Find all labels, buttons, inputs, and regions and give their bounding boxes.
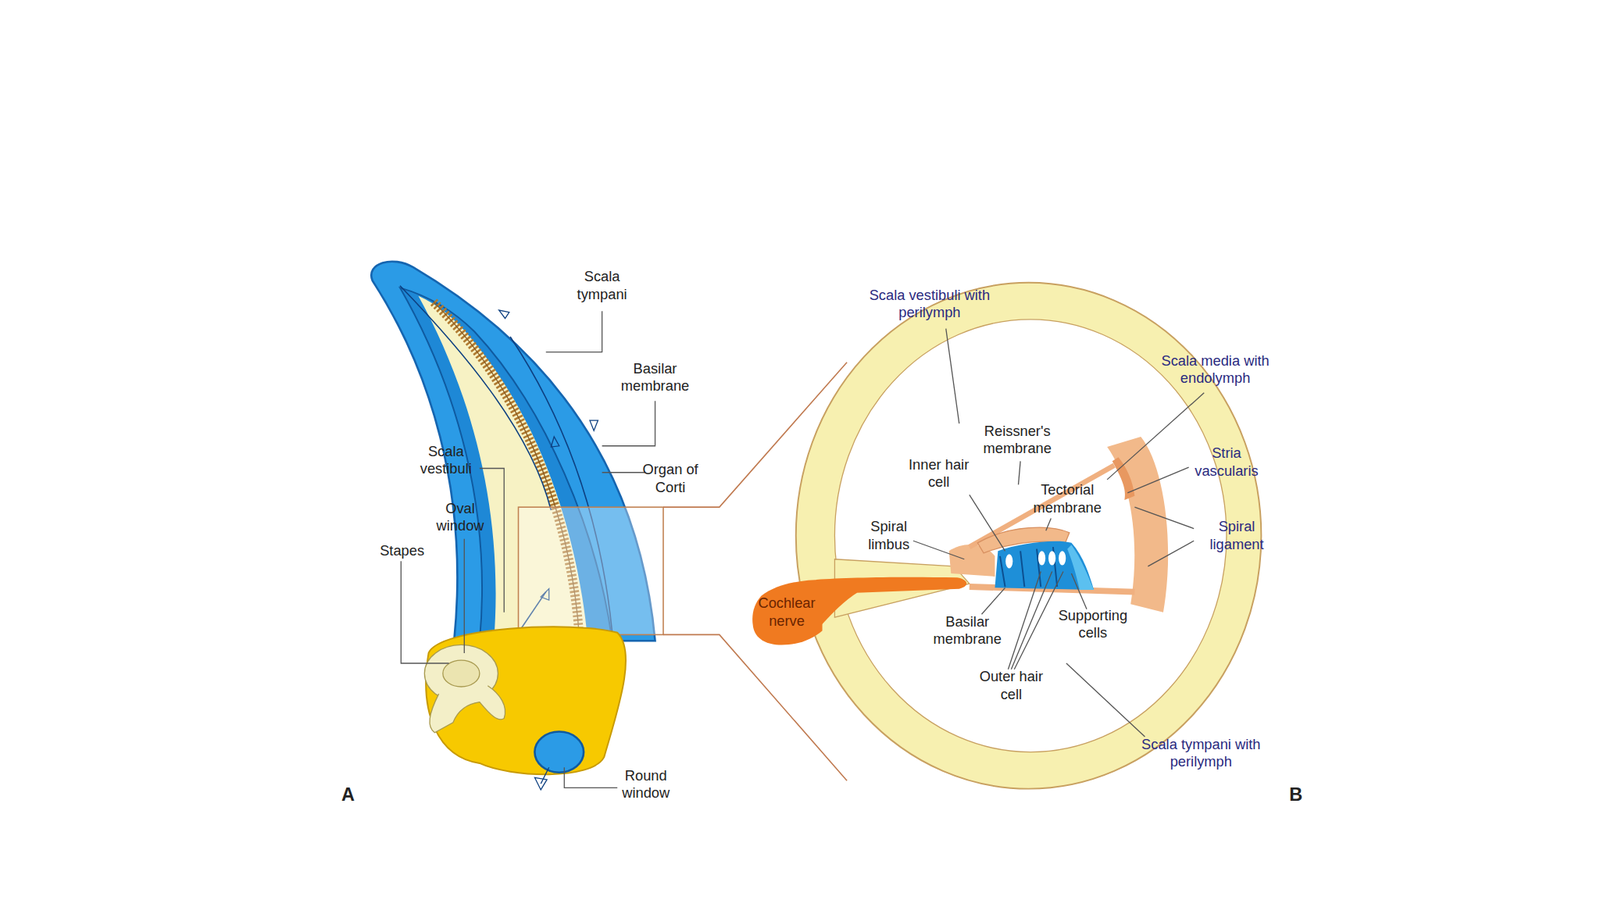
part-label: Organ of Corti xyxy=(639,460,703,496)
part-label: Supporting cells xyxy=(1057,607,1129,642)
part-label: Scala vestibuli with perilymph xyxy=(863,286,997,322)
part-label: Scala tympani with perilymph xyxy=(1134,735,1268,771)
part-label: Oval window xyxy=(428,500,493,535)
part-label: Stria vascularis xyxy=(1185,444,1268,479)
part-label: Basilar membrane xyxy=(614,360,696,395)
node-label: Cochlear nerve xyxy=(750,594,822,629)
part-label: Tectorial membrane xyxy=(1026,481,1108,516)
part-label: Scala vestibuli xyxy=(410,442,482,478)
part-label: Reissner's membrane xyxy=(971,422,1064,458)
part-label: Scala tympani xyxy=(566,268,638,304)
leader-lines xyxy=(400,310,1204,788)
part-label: Spiral ligament xyxy=(1200,518,1272,554)
nerve-shape: Cochlear nerve xyxy=(750,577,822,647)
part-label: Round window xyxy=(614,767,678,802)
part-label: Outer hair cell xyxy=(970,668,1052,704)
part-label: Scala media with endolymph xyxy=(1149,352,1283,387)
part-label: Inner hair cell xyxy=(897,456,979,491)
part-label: Basilar membrane xyxy=(926,613,1008,648)
part-label: Spiral limbus xyxy=(857,518,919,554)
part-label: A xyxy=(332,783,364,807)
part-label: Stapes xyxy=(366,542,438,560)
part-label: B xyxy=(1280,783,1311,807)
cochlea-uncoiled xyxy=(371,261,664,790)
